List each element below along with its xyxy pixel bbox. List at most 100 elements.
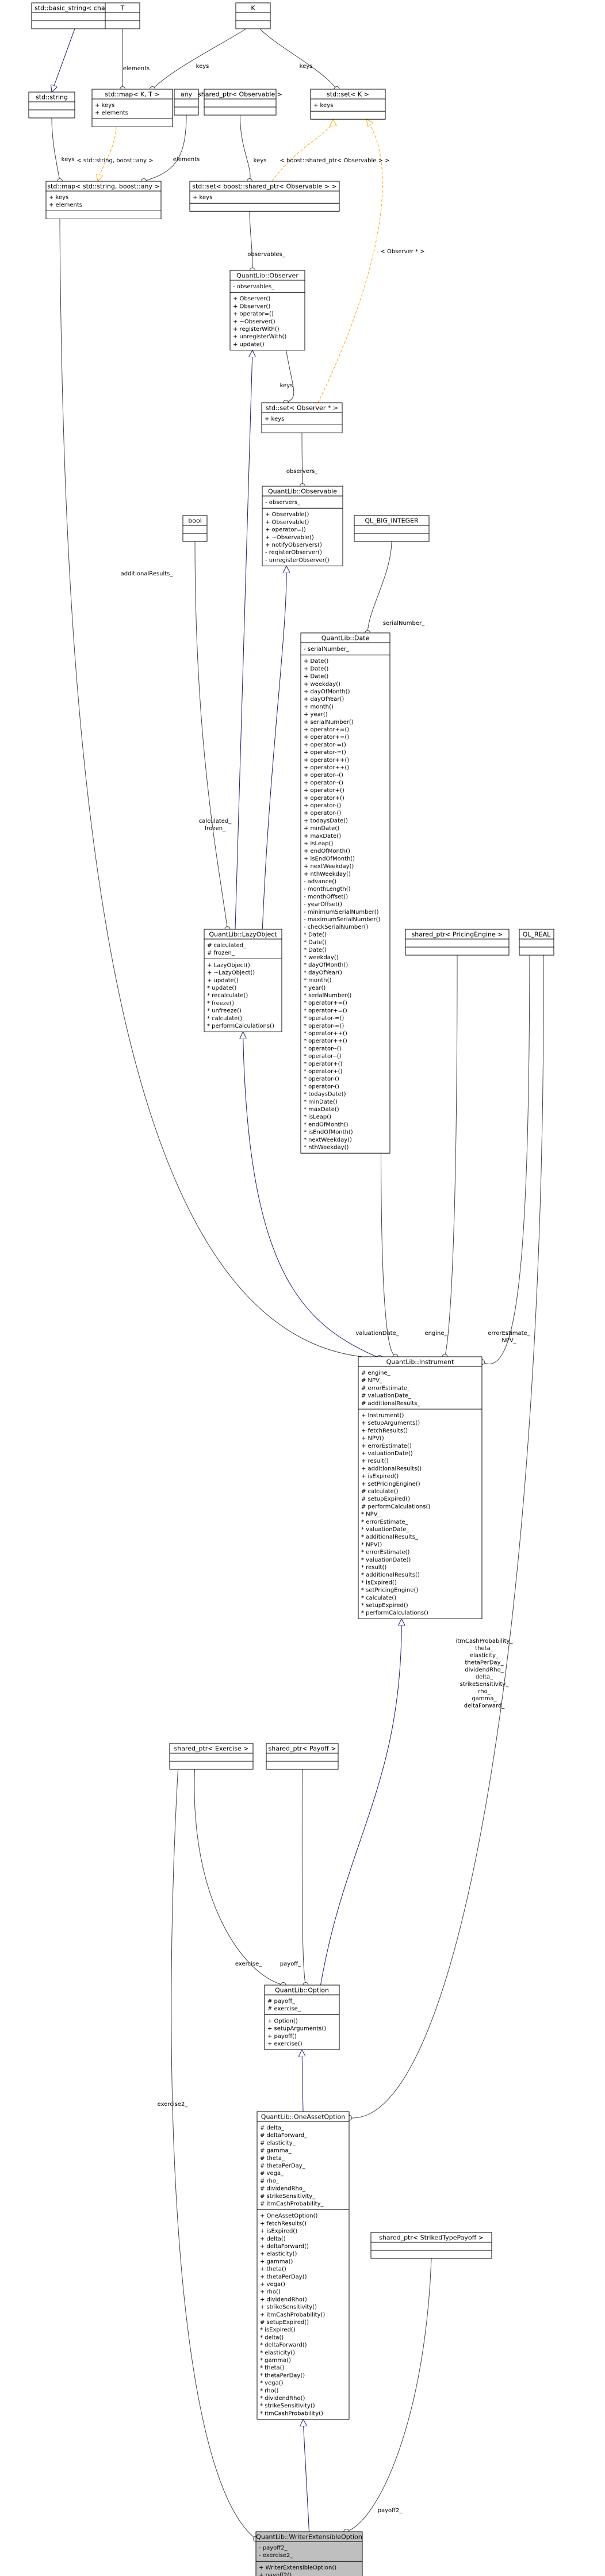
class-box-ql-big-integer[interactable]: QL_BIG_INTEGER <box>354 515 430 542</box>
class-title[interactable]: QuantLib::Date <box>321 635 370 642</box>
class-title[interactable]: QuantLib::Observer <box>236 272 298 280</box>
edge-label-sp-observable-template: < boost::shared_ptr< Observable > > <box>279 158 389 164</box>
class-box-sp-pricingengine[interactable]: shared_ptr< PricingEngine > <box>405 929 510 956</box>
class-box-K[interactable]: K <box>235 2 271 29</box>
class-box-observer[interactable]: QuantLib::Observer- observables_+ Observ… <box>229 270 305 351</box>
class-box-observable[interactable]: QuantLib::Observable- observers_+ Observ… <box>262 486 343 567</box>
edge-label-exercise: exercise_ <box>235 1961 262 1967</box>
class-box-basic-string[interactable]: std::basic_string< char > <box>31 2 118 29</box>
method-item: + gamma() <box>260 2258 293 2265</box>
method-item: * operator-() <box>304 1076 339 1082</box>
edge-writer-inherits-oneassetoption <box>303 2419 309 2532</box>
class-box-frame <box>405 929 510 956</box>
method-item: + additionalResults() <box>361 1466 422 1472</box>
method-item: + operator+=() <box>304 734 349 741</box>
attribute-item: + elements <box>49 202 82 208</box>
class-title: std::string <box>36 94 68 101</box>
class-box-date[interactable]: QuantLib::Date- serialNumber_+ Date()+ D… <box>300 632 390 1154</box>
method-item: * elasticity() <box>260 2350 295 2356</box>
method-item: - advance() <box>304 879 336 885</box>
method-item: * operator--() <box>304 1054 342 1060</box>
method-item: * recalculate() <box>207 993 248 999</box>
method-item: # setupExpired() <box>260 2319 309 2326</box>
edge-ql-real-error-npv-instrument <box>479 955 530 1365</box>
class-box-option[interactable]: QuantLib::Option# payoff_# exercise_+ Op… <box>264 1985 340 2050</box>
edge-label-error-npv: errorEstimate_NPV_ <box>488 1330 530 1344</box>
method-item: + operator-() <box>304 803 341 809</box>
method-item: * operator++() <box>304 1031 347 1037</box>
method-item: + Observable() <box>265 512 309 518</box>
class-box-lazyobject[interactable]: QuantLib::LazyObject# calculated_# froze… <box>204 929 282 1032</box>
attribute-item: # frozen_ <box>207 950 235 956</box>
class-title: shared_ptr< Exercise > <box>174 1745 249 1753</box>
class-box-set-K[interactable]: std::set< K >+ keys <box>310 89 386 120</box>
edge-label-observables: observables_ <box>247 251 285 258</box>
class-title[interactable]: QuantLib::OneAssetOption <box>261 2113 345 2121</box>
method-item: + dividendRho() <box>260 2296 307 2303</box>
class-box-bool[interactable]: bool <box>182 515 208 542</box>
class-box-map-KT[interactable]: std::map< K, T >+ keys+ elements <box>91 89 173 127</box>
class-box-frame <box>354 515 430 542</box>
class-box-ql-real[interactable]: QL_REAL <box>519 929 554 956</box>
method-item: + dayOfYear() <box>304 696 344 703</box>
method-item: + valuationDate() <box>361 1451 413 1457</box>
method-item: + isEndOfMonth() <box>304 856 355 862</box>
method-item: * dayOfYear() <box>304 970 342 976</box>
edge-payoff-payoff-option <box>301 1769 309 1988</box>
edge-label-payoff2: payoff2_ <box>378 2508 403 2514</box>
class-box-sp-payoff[interactable]: shared_ptr< Payoff > <box>266 1743 339 1770</box>
class-title[interactable]: QuantLib::Observable <box>268 488 337 495</box>
method-item: * nthWeekday() <box>304 1144 349 1151</box>
attribute-item: # rho_ <box>260 2178 279 2184</box>
method-item: + isLeap() <box>304 841 333 847</box>
method-item: + Date() <box>304 666 328 672</box>
class-box-frame <box>204 89 277 116</box>
class-box-set-observer-ptr[interactable]: std::set< Observer * >+ keys <box>261 402 343 433</box>
attribute-item: - payoff2_ <box>259 2545 288 2551</box>
method-item: - checkSerialNumber() <box>304 924 368 930</box>
edge-exercise-exercise2-writer <box>171 1769 259 2542</box>
method-item: * dayOfMonth() <box>304 962 348 968</box>
method-item: * calculate() <box>361 1595 396 1601</box>
class-box-frame <box>204 929 282 1032</box>
method-item: - minimumSerialNumber() <box>304 909 379 915</box>
class-title[interactable]: QuantLib::LazyObject <box>209 931 277 938</box>
class-box-any[interactable]: any <box>174 89 199 116</box>
method-item: - unregisterObserver() <box>265 557 330 563</box>
edge-label-engine: engine_ <box>424 1330 447 1337</box>
method-item: + strikeSensitivity() <box>260 2304 317 2311</box>
class-box-sp-exercise[interactable]: shared_ptr< Exercise > <box>169 1743 254 1770</box>
method-item: + endOfMonth() <box>304 848 350 854</box>
class-box-frame <box>370 2232 492 2259</box>
attribute-item: # dividendRho_ <box>260 2186 306 2192</box>
attribute-item: # itmCashProbability_ <box>260 2201 324 2207</box>
method-item: * Date() <box>304 932 327 938</box>
method-item: + isExpired() <box>361 1474 399 1480</box>
class-box-frame <box>235 2 271 29</box>
method-item: + ~LazyObject() <box>207 970 255 976</box>
method-item: + operator--() <box>304 772 343 778</box>
class-box-map-string-any[interactable]: std::map< std::string, boost::any >+ key… <box>45 181 162 219</box>
class-box-oneassetoption[interactable]: QuantLib::OneAssetOption# delta_# deltaF… <box>256 2111 350 2420</box>
method-item: + Date() <box>304 658 328 665</box>
method-item: + operator-() <box>304 810 341 816</box>
class-title: shared_ptr< Observable > <box>198 91 282 98</box>
class-box-set-sp-observable[interactable]: std::set< boost::shared_ptr< Observable … <box>189 181 340 212</box>
edge-instrument-inherits-lazyobject <box>243 1032 377 1357</box>
attribute-item: # additionalResults_ <box>361 1400 420 1407</box>
class-box-std-string[interactable]: std::string <box>28 91 75 119</box>
edge-oneassetoption-inherits-option <box>302 2050 303 2112</box>
class-box-T[interactable]: T <box>105 2 140 29</box>
method-item: * NPV_ <box>361 1512 381 1518</box>
class-box-sp-observable[interactable]: shared_ptr< Observable > <box>198 89 282 116</box>
class-box-writerextensible[interactable]: QuantLib::WriterExtensibleOption- payoff… <box>255 2531 363 2576</box>
class-box-instrument[interactable]: QuantLib::Instrument# engine_# NPV_# err… <box>358 1356 483 1619</box>
method-item: * valuationDate() <box>361 1557 411 1563</box>
class-box-frame <box>262 486 343 567</box>
class-title[interactable]: QuantLib::Option <box>275 1987 329 1994</box>
class-box-sp-striketypepayoff[interactable]: shared_ptr< StrikedTypePayoff > <box>370 2232 492 2259</box>
class-box-frame <box>229 270 305 351</box>
class-title[interactable]: QuantLib::Instrument <box>386 1358 454 1366</box>
